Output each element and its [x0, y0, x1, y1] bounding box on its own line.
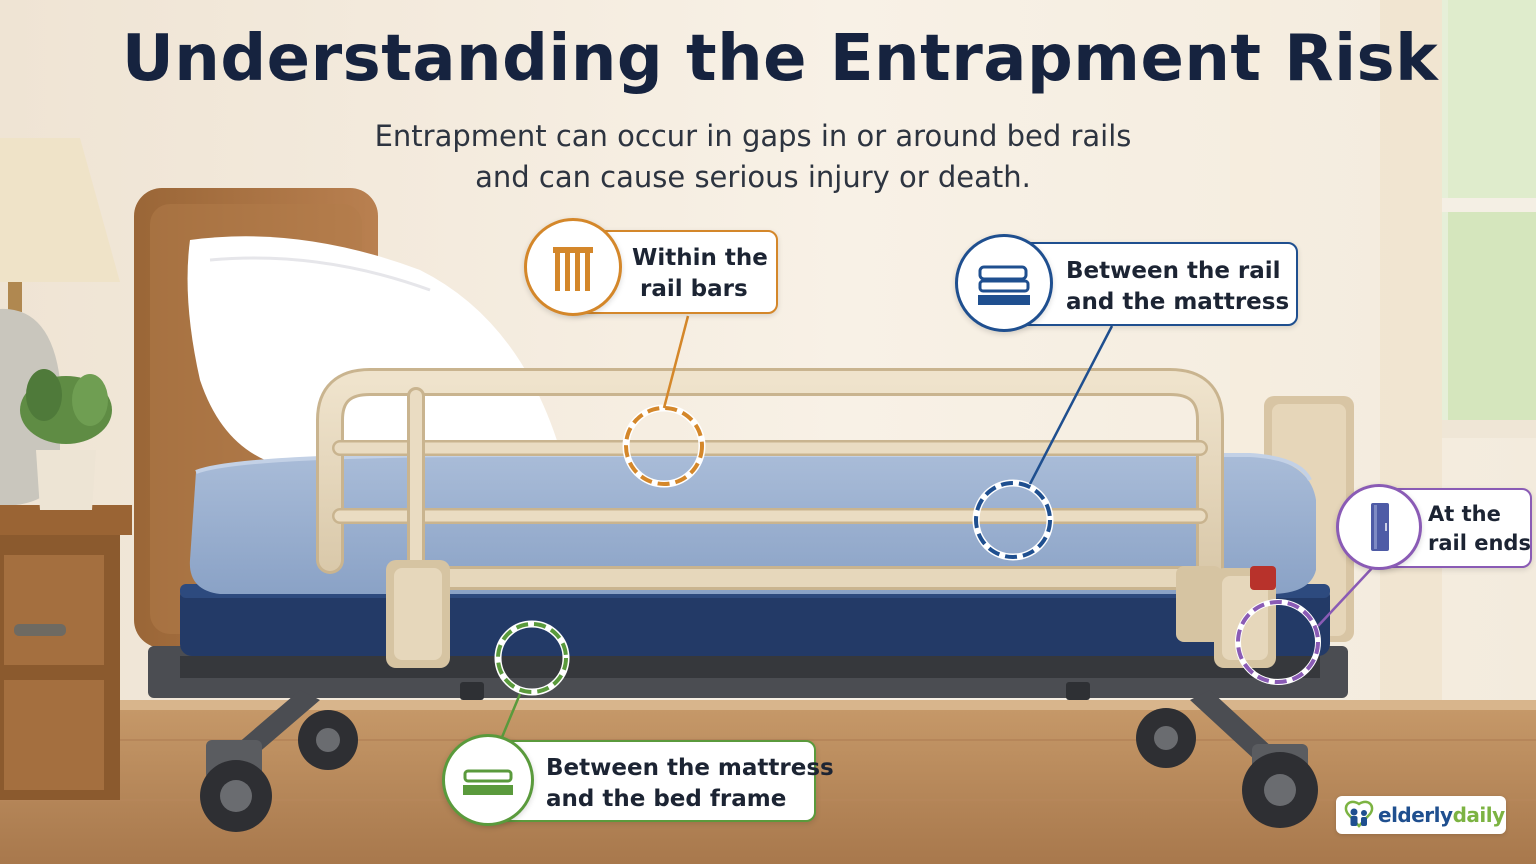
callout-mattress-frame: Between the mattress and the bed frame [480, 740, 834, 822]
callout-rail-mattress: Between the rail and the mattress [1004, 242, 1298, 326]
subtitle-line-1: Entrapment can occur in gaps in or aroun… [374, 119, 1132, 153]
logo-wordmark-part2: daily [1452, 803, 1506, 827]
rail-bars-icon [524, 218, 622, 316]
callout-rail-ends-line1: At the [1428, 502, 1501, 526]
logo-wordmark-part1: elderly [1378, 803, 1453, 827]
callout-within-rail-bars-line2: rail bars [640, 276, 748, 302]
callout-mattress-frame-line2: and the bed frame [546, 786, 787, 812]
callout-rail-ends-line2: rail ends [1428, 531, 1531, 555]
logo-wordmark: elderlydaily [1378, 803, 1505, 827]
callout-within-rail-bars-line1: Within the [632, 245, 768, 271]
subtitle-line-2: and can cause serious injury or death. [475, 160, 1031, 194]
mattress-frame-icon [442, 734, 534, 826]
mattress-stack-icon [955, 234, 1053, 332]
family-logo-icon [1344, 800, 1374, 828]
page-subtitle: Entrapment can occur in gaps in or aroun… [0, 116, 1506, 198]
callout-mattress-frame-line1: Between the mattress [546, 755, 834, 781]
rail-end-icon [1336, 484, 1422, 570]
elderlydaily-logo: elderlydaily [1336, 796, 1506, 834]
callout-rail-mattress-line2: and the mattress [1066, 289, 1290, 315]
callout-rail-mattress-line1: Between the rail [1066, 258, 1281, 284]
page-title: Understanding the Entrapment Risk [121, 22, 1439, 96]
